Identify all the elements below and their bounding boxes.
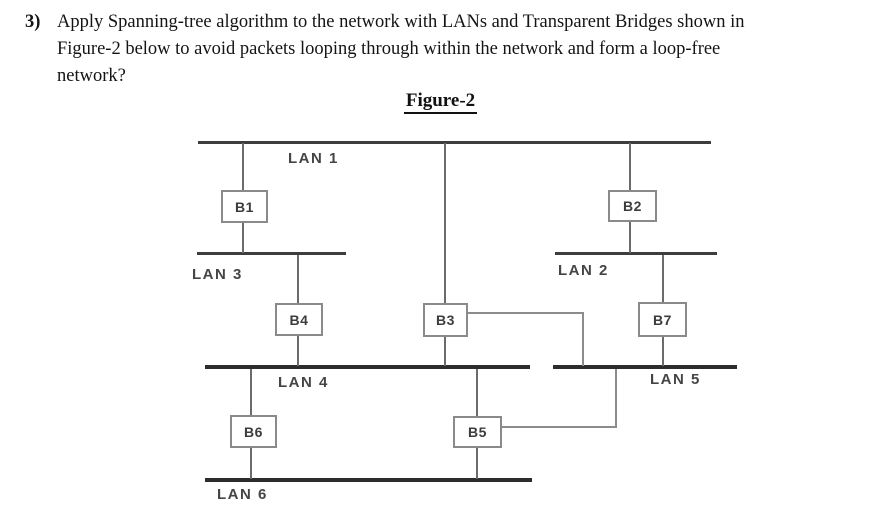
link-b7-lan5 [662, 337, 664, 366]
link-lan3-b4 [297, 255, 299, 303]
bridge-b2: B2 [608, 190, 657, 222]
bridge-b1: B1 [221, 190, 268, 223]
link-b2-lan2 [629, 222, 631, 253]
question-block: 3) Apply Spanning-tree algorithm to the … [25, 9, 835, 90]
figure-title: Figure-2 [0, 90, 881, 114]
lan6-label: LAN 6 [217, 486, 268, 503]
lan5-label: LAN 5 [650, 371, 701, 388]
bridge-b5: B5 [453, 416, 502, 448]
question-line-1: Apply Spanning-tree algorithm to the net… [57, 12, 745, 32]
lan1-bus-line [198, 141, 711, 144]
lan4-bus-line [205, 365, 530, 369]
link-b3-lan5-vertical [582, 312, 584, 366]
link-b5-lan6 [476, 448, 478, 479]
lan5-bus-line [553, 365, 737, 369]
bridge-b6: B6 [230, 415, 277, 448]
bridge-b3: B3 [423, 303, 468, 337]
link-b6-lan6 [250, 448, 252, 479]
link-lan2-b7 [662, 255, 664, 302]
question-text: Apply Spanning-tree algorithm to the net… [57, 9, 835, 90]
bridge-b7: B7 [638, 302, 687, 337]
link-b1-lan3 [242, 223, 244, 253]
lan1-label: LAN 1 [288, 150, 339, 167]
figure-title-text: Figure-2 [403, 90, 478, 114]
lan2-bus-line [555, 252, 717, 255]
question-line-2: Figure-2 below to avoid packets looping … [57, 39, 721, 59]
link-lan1-b2 [629, 143, 631, 190]
lan2-label: LAN 2 [558, 262, 609, 279]
link-b5-lan5-horizontal [502, 426, 617, 428]
question-number: 3) [25, 12, 41, 32]
lan3-bus-line [197, 252, 346, 255]
link-b5-lan5-vertical [615, 369, 617, 428]
link-lan4-b6 [250, 369, 252, 415]
lan6-bus-line [205, 478, 532, 482]
link-b3-lan4 [444, 337, 446, 366]
link-lan1-b3 [444, 143, 446, 303]
question-line-3: network? [57, 66, 126, 86]
link-b4-lan4 [297, 336, 299, 366]
lan4-label: LAN 4 [278, 374, 329, 391]
link-lan1-b1 [242, 143, 244, 190]
lan3-label: LAN 3 [192, 266, 243, 283]
link-lan4-b5 [476, 369, 478, 416]
link-b3-lan5-horizontal [468, 312, 584, 314]
bridge-b4: B4 [275, 303, 323, 336]
